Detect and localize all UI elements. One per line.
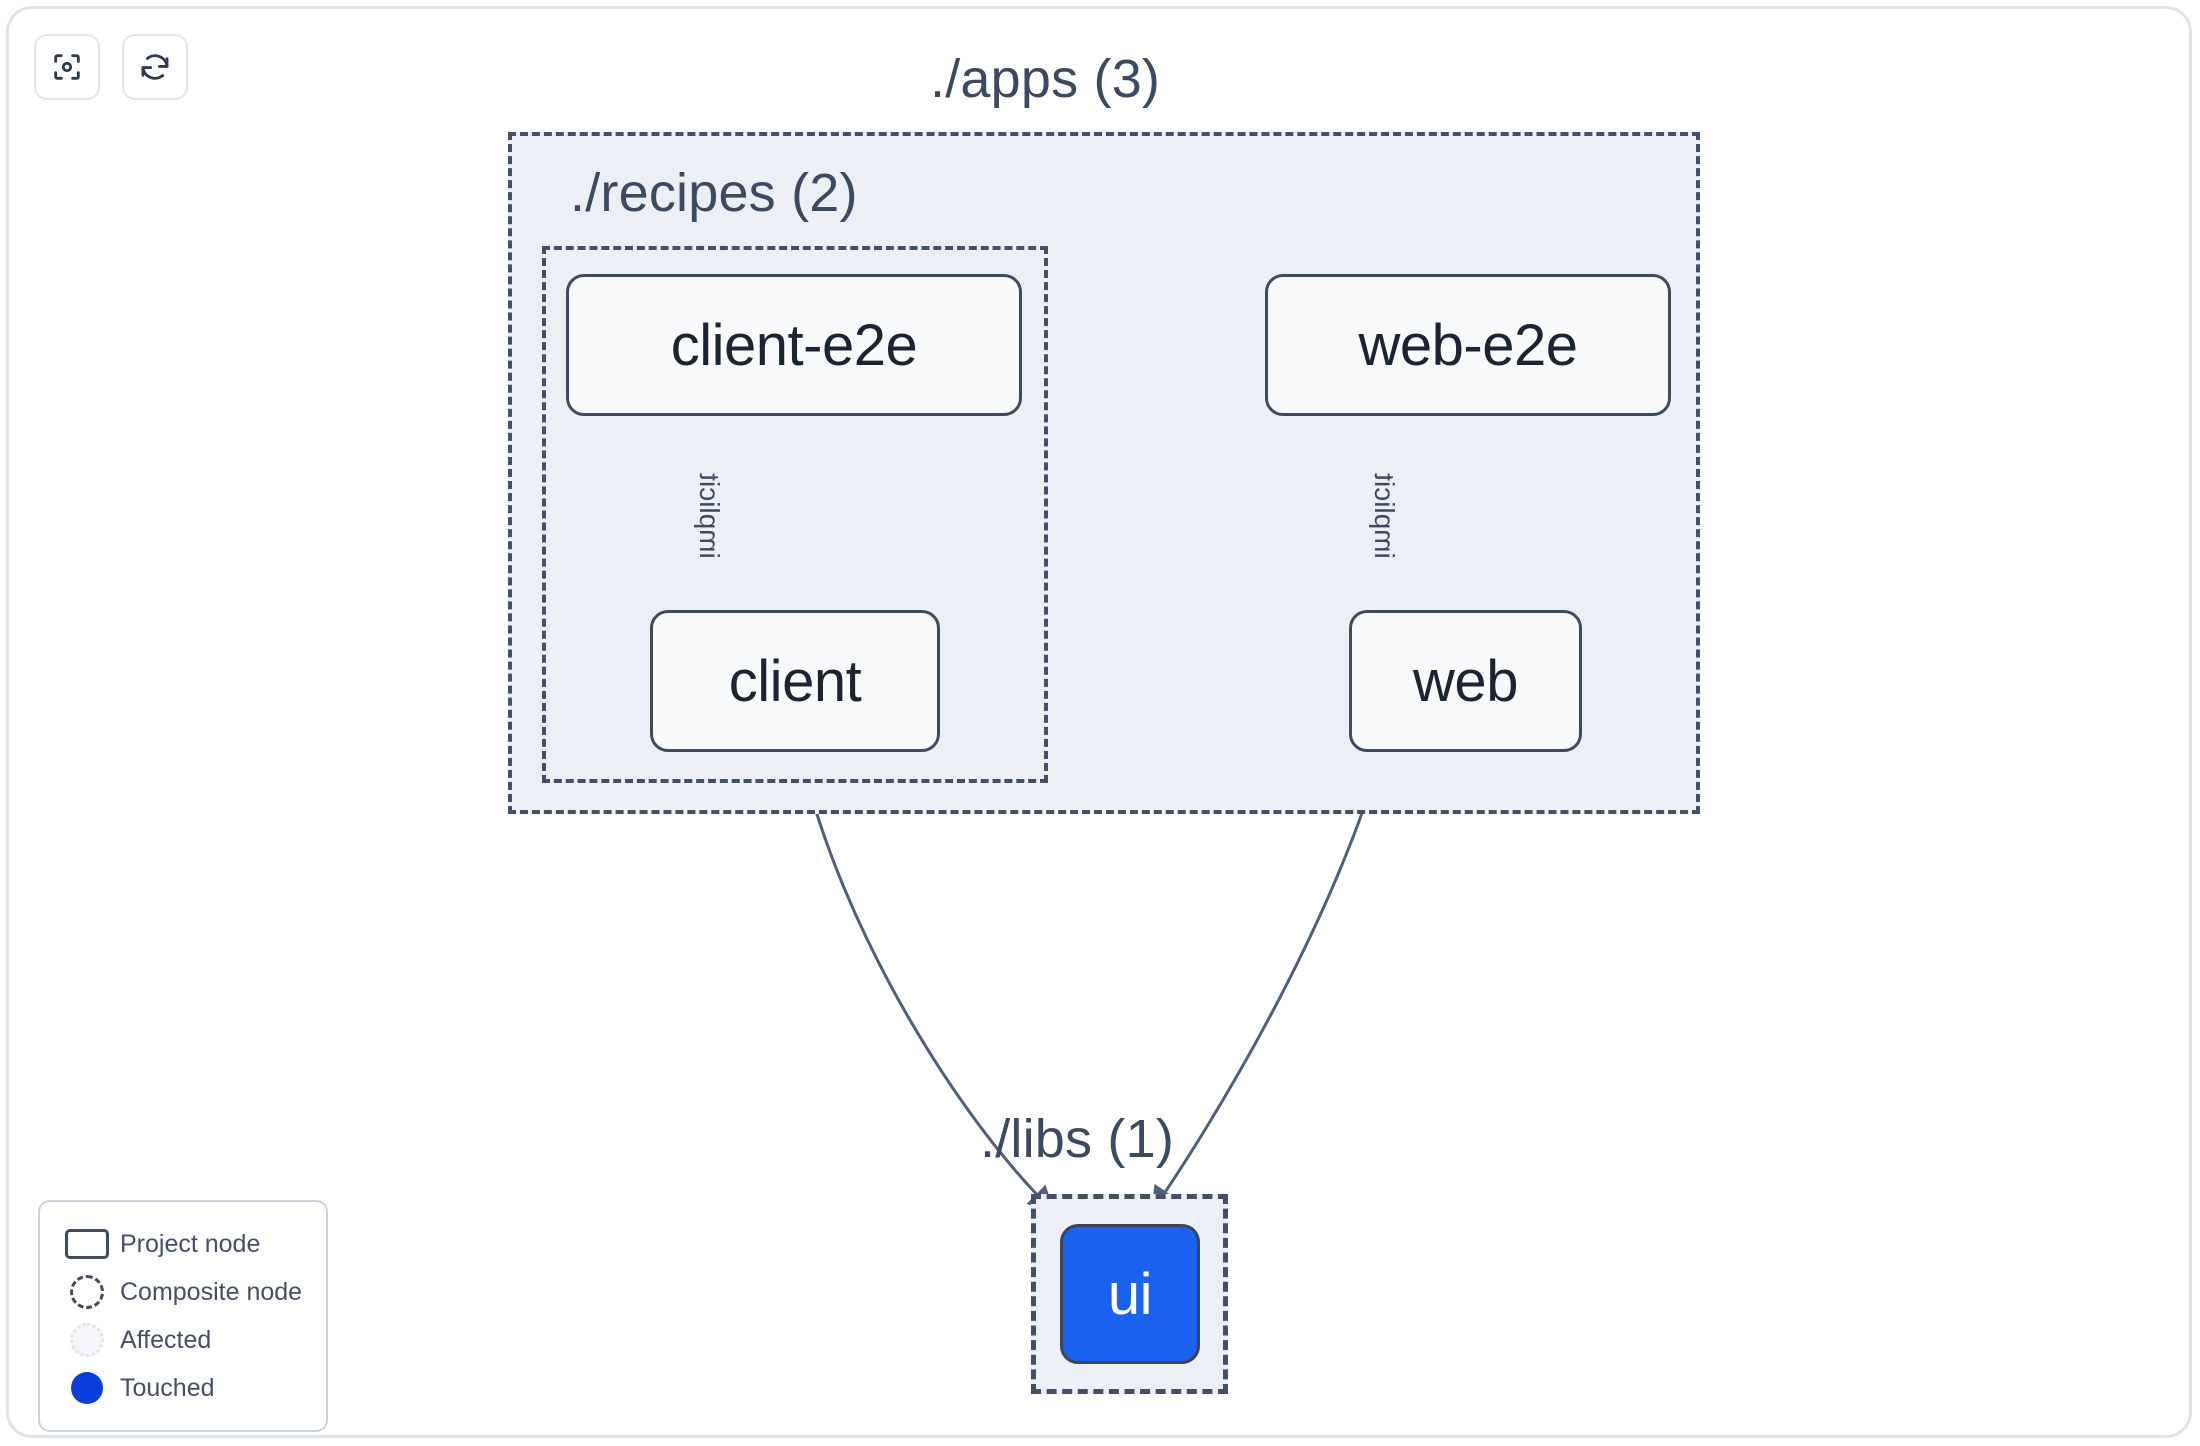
legend-label: Affected bbox=[120, 1325, 212, 1354]
legend-label: Touched bbox=[120, 1373, 215, 1402]
focus-graph-button[interactable] bbox=[34, 34, 100, 100]
group-label-apps: ./apps (3) bbox=[930, 49, 1161, 109]
affected-swatch bbox=[60, 1323, 114, 1357]
legend-item-touched: Touched bbox=[60, 1364, 310, 1412]
legend-label: Composite node bbox=[120, 1277, 303, 1306]
graph-legend: Project node Composite node Affected Tou… bbox=[38, 1200, 328, 1432]
group-label-libs: ./libs (1) bbox=[980, 1109, 1175, 1169]
node-web[interactable]: web bbox=[1349, 610, 1582, 752]
refresh-icon bbox=[138, 50, 172, 84]
edge-label-implicit-web: implicit bbox=[1368, 473, 1400, 559]
node-ui[interactable]: ui bbox=[1060, 1224, 1200, 1364]
composite-node-swatch bbox=[60, 1275, 114, 1309]
node-client[interactable]: client bbox=[650, 610, 940, 752]
node-web-e2e[interactable]: web-e2e bbox=[1265, 274, 1671, 416]
touched-swatch bbox=[60, 1372, 114, 1404]
project-node-swatch bbox=[60, 1229, 114, 1259]
graph-toolbar bbox=[34, 34, 188, 100]
group-label-recipes: ./recipes (2) bbox=[570, 163, 858, 223]
legend-item-composite-node: Composite node bbox=[60, 1268, 310, 1316]
focus-target-icon bbox=[50, 50, 84, 84]
edge-label-implicit-client: implicit bbox=[693, 473, 725, 559]
legend-label: Project node bbox=[120, 1229, 261, 1258]
node-client-e2e[interactable]: client-e2e bbox=[566, 274, 1022, 416]
legend-item-project-node: Project node bbox=[60, 1220, 310, 1268]
legend-item-affected: Affected bbox=[60, 1316, 310, 1364]
refresh-graph-button[interactable] bbox=[122, 34, 188, 100]
